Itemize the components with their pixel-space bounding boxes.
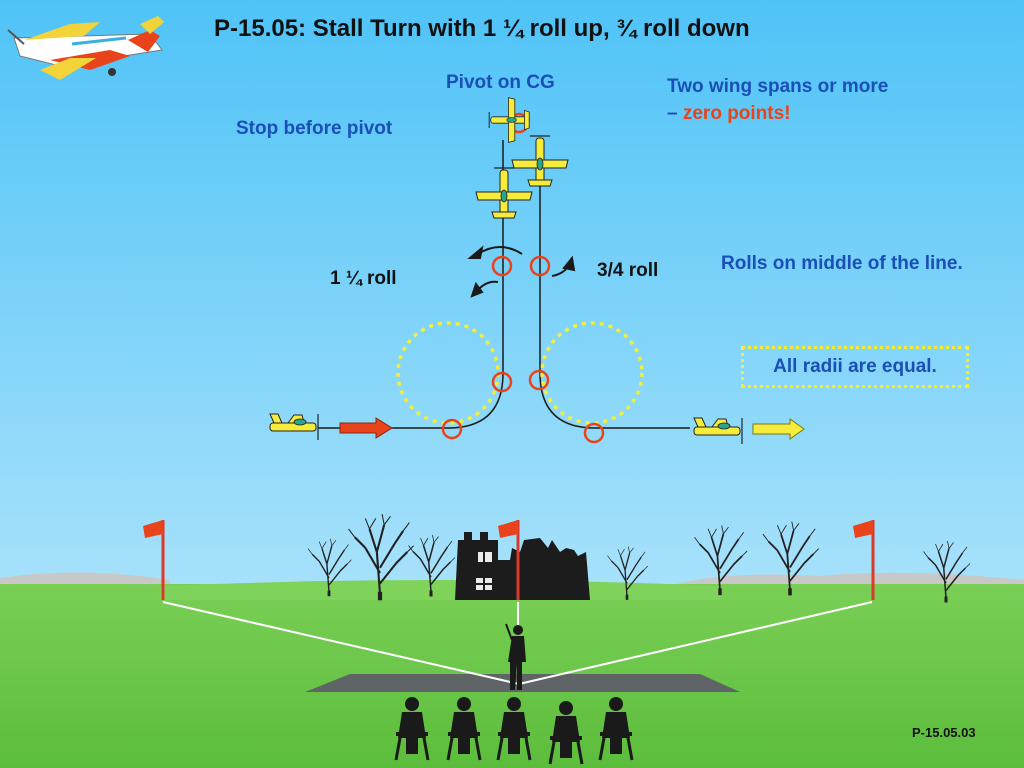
exit-arrow-icon bbox=[752, 418, 805, 440]
zero-points-text: zero points! bbox=[682, 103, 791, 124]
aerobatic-plane-logo-icon bbox=[7, 16, 164, 80]
label-stop-before-pivot: Stop before pivot bbox=[236, 118, 393, 139]
label-one-quarter-roll: 1 ¼ roll bbox=[330, 268, 397, 289]
pilot-silhouette-icon bbox=[505, 623, 526, 690]
label-wing-spans: Two wing spans or more bbox=[667, 76, 889, 97]
dash-text: – bbox=[667, 103, 683, 124]
label-radii-equal: All radii are equal. bbox=[773, 356, 937, 377]
roll-marker-circles bbox=[441, 112, 605, 444]
label-pivot-on-cg: Pivot on CG bbox=[446, 72, 555, 93]
entry-arrow-icon bbox=[339, 417, 393, 439]
castle-icon bbox=[455, 532, 590, 600]
page-title: P-15.05: Stall Turn with 1 ¼ roll up, ¾ … bbox=[214, 15, 750, 42]
label-three-quarter-roll: 3/4 roll bbox=[597, 260, 659, 281]
footer-code: P-15.05.03 bbox=[912, 725, 976, 740]
radii-note-box: All radii are equal. bbox=[741, 346, 969, 388]
rotation-arrow-icon bbox=[467, 245, 576, 298]
label-zero-points-line: – zero points! bbox=[667, 103, 791, 125]
label-rolls-middle: Rolls on middle of the line. bbox=[721, 253, 963, 274]
